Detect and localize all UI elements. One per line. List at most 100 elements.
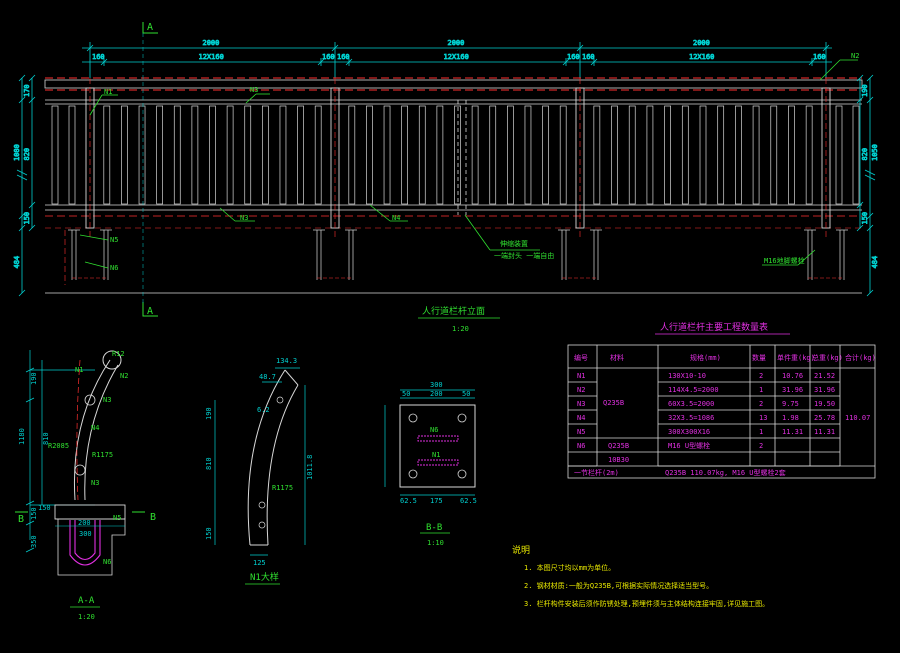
aa-label-r1175: R1175 (92, 451, 113, 459)
n1-detail: 134.3 48.7 6.2 190 810 R1175 1011.8 150 … (205, 357, 314, 585)
table-cell-unit: 1.98 (782, 414, 799, 422)
table-cell-unit: 31.96 (782, 386, 803, 394)
table-header-1: 材料 (610, 353, 624, 362)
table-footer-left: 一节栏杆(2m) (574, 468, 619, 477)
elevation-scale: 1:20 (452, 325, 469, 333)
left-dim: 1080 (13, 144, 21, 161)
section-mark-a-top: A (147, 22, 153, 33)
table-cell-qty: 13 (759, 414, 767, 422)
aa-scale: 1:20 (78, 613, 95, 621)
section-mark-b-left: B (18, 514, 24, 525)
bb-dim-50b: 50 (462, 390, 470, 398)
elevation-title: 人行道栏杆立面 (422, 305, 485, 317)
right-dim: 484 (871, 256, 879, 269)
aa-dim-350: 350 (30, 535, 38, 548)
baluster-n4 (348, 105, 356, 205)
n1-dim-190: 190 (205, 407, 213, 420)
baluster-n4 (717, 105, 725, 205)
sub-dim: 12X160 (689, 53, 714, 61)
table-cell-spec: 60X3.5=2000 (668, 400, 714, 408)
table-cell-qty: 2 (759, 442, 763, 450)
sub-dim: 160 (322, 53, 335, 61)
table-cell-unit: 10.76 (782, 372, 803, 380)
sub-dim: 160 (337, 53, 350, 61)
section-mark-b-right: B (150, 512, 156, 523)
aa-label-n2: N2 (120, 372, 128, 380)
table-cell-qty: 1 (759, 386, 763, 394)
table-header-4: 单件重(kg) (777, 353, 815, 362)
table-header-0: 编号 (574, 353, 588, 362)
note-2: 2. 钢材材质:一般为Q235B,可根据实际情况选择适当型号。 (524, 581, 713, 590)
aa-label-n4: N4 (91, 424, 99, 432)
label-n6: N6 (110, 264, 118, 272)
table-cell-no: N4 (577, 414, 585, 422)
table-cell-spec: 300X300X16 (668, 428, 710, 436)
label-n5: N5 (110, 236, 118, 244)
note-3: 3. 栏杆构件安装后须作防锈处理,预埋件须与主体结构连接牢固,详见施工图。 (524, 599, 769, 608)
baluster-n4 (664, 105, 671, 205)
notes: 说明 1. 本图尺寸均以mm为单位。 2. 钢材材质:一般为Q235B,可根据实… (512, 544, 769, 608)
baluster-n4 (852, 105, 860, 205)
baluster-n4 (559, 105, 567, 205)
n1-dim-125: 125 (253, 559, 266, 567)
aa-dim-810: 810 (42, 432, 50, 445)
baluster-n4 (297, 105, 304, 205)
table-header-3: 数量 (752, 353, 766, 362)
notes-heading: 说明 (512, 544, 530, 556)
anchor-bolt (807, 230, 813, 280)
bb-dim-50a: 50 (402, 390, 410, 398)
baluster-n4 (752, 105, 760, 205)
aa-label-r12: R12 (112, 350, 125, 358)
section-a-a: 190 810 1180 150 350 200 300 R12 N1 N2 N… (15, 350, 156, 621)
baluster-n4 (628, 105, 636, 205)
section-b-b: 300 50 200 50 62.5 175 62.5 N6 N1 B-B 1:… (384, 381, 477, 547)
sub-dim: 160 (813, 53, 826, 61)
aa-label-n6: N6 (103, 558, 111, 566)
anchor-bolt (593, 230, 599, 280)
n1-dim-810: 810 (205, 457, 213, 470)
baluster-n4 (735, 105, 742, 205)
table-cell-qty: 2 (759, 372, 763, 380)
baluster-n4 (261, 105, 269, 205)
table-cell-sum: 110.07 (845, 414, 870, 422)
baluster-n4 (138, 105, 146, 205)
table-cell-no: N5 (577, 428, 585, 436)
right-dim: 150 (861, 212, 869, 225)
aa-dim-190: 190 (30, 372, 38, 385)
anchor-bolt (103, 230, 109, 280)
label-n4: N4 (392, 214, 400, 222)
aa-title: A-A (78, 596, 95, 606)
baluster-n4 (506, 105, 514, 205)
label-n3-bottom: N3 (240, 214, 248, 222)
table-cell-unit: 9.75 (782, 400, 799, 408)
aa-label-150: 150 (38, 504, 51, 512)
baluster-n4 (471, 105, 479, 205)
baluster-n4 (524, 105, 532, 205)
right-dim: 820 (861, 148, 869, 161)
table-cell-qty: 1 (759, 428, 763, 436)
table-cell-material-n5: Q235B (608, 442, 629, 450)
n1-dim-r1175: R1175 (272, 484, 293, 492)
n1-dim-6: 6.2 (257, 406, 270, 414)
aa-label-n3b: N3 (91, 479, 99, 487)
callout-joint-2: 一端封头 一端自由 (494, 251, 554, 260)
quantity-table: 人行道栏杆主要工程数量表 编号材料规格(mm)数量单件重(kg)总重(kg)合计… (567, 321, 876, 479)
bb-dim-200: 200 (430, 390, 443, 398)
n1-dim-1011: 1011.8 (306, 455, 314, 480)
bb-dim-175: 175 (430, 497, 443, 505)
baluster-n4 (788, 105, 795, 205)
table-cell-no: N3 (577, 400, 585, 408)
right-dim: 1050 (871, 144, 879, 161)
baluster-n4 (611, 105, 618, 205)
table-cell-spec: 114X4.5=2000 (668, 386, 719, 394)
left-dim: 820 (23, 148, 31, 161)
aa-inner-200: 200 (78, 519, 91, 527)
baluster-n4 (103, 105, 111, 205)
table-cell-total: 11.31 (814, 428, 835, 436)
aa-label-n1: N1 (75, 366, 83, 374)
baluster-n4 (436, 105, 444, 205)
aa-inner-300: 300 (79, 530, 92, 538)
callout-bolt: M16地脚螺栓 (764, 256, 805, 265)
